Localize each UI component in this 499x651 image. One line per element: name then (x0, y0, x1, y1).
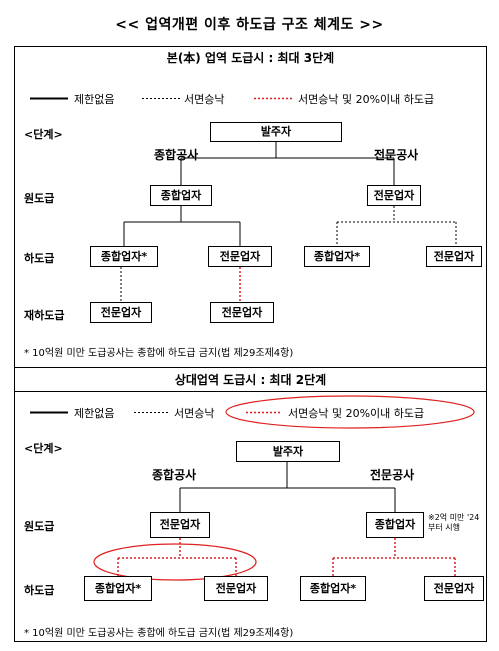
prime-left-box-1: 종합업자 (150, 185, 212, 206)
sub-box-1a: 종합업자* (90, 246, 158, 267)
legend1-dotted: 서면승낙 (184, 93, 225, 106)
legend1-red-dotted: 서면승낙 및 20%이내 하도급 (298, 93, 435, 106)
prime-right-note-2: ※2억 미만 '24부터 시행 (428, 513, 480, 532)
row-sub-1: 하도급 (24, 252, 55, 265)
category-specialty-1: 전문공사 (374, 148, 419, 162)
sub-box-1b: 전문업자 (208, 246, 272, 267)
category-general-2: 종합공사 (152, 468, 197, 482)
sub-box-1d: 전문업자 (426, 246, 482, 267)
row-prime-2: 원도급 (24, 520, 55, 533)
stage-label-2: <단계> (24, 442, 63, 455)
legend1-solid: 제한없음 (74, 93, 115, 106)
legend2-solid: 제한없음 (74, 407, 115, 420)
sub-box-2d: 전문업자 (424, 576, 484, 601)
sub-box-2a: 종합업자* (84, 576, 152, 601)
resub-box-1b: 전문업자 (210, 302, 274, 323)
legend2-dotted: 서면승낙 (174, 407, 215, 420)
row-sub-2: 하도급 (24, 584, 55, 597)
legend2-red-dotted: 서면승낙 및 20%이내 하도급 (288, 407, 425, 420)
sub-box-2c: 종합업자* (300, 576, 366, 601)
owner-box-2: 발주자 (236, 441, 340, 462)
sub-box-2b: 전문업자 (204, 576, 268, 601)
category-specialty-2: 전문공사 (370, 468, 415, 482)
prime-right-box-2: 종합업자 (366, 512, 424, 538)
note-2: * 10억원 미만 도급공사는 종합에 하도급 금지(법 제29조제4항) (24, 628, 294, 639)
row-resub-1: 재하도급 (24, 309, 65, 322)
section2-header: 상대업역 도급시 : 최대 2단계 (15, 369, 486, 391)
category-general-1: 종합공사 (154, 148, 199, 162)
note-1: * 10억원 미만 도급공사는 종합에 하도급 금지(법 제29조제4항) (24, 348, 294, 359)
row-prime-1: 원도급 (24, 192, 55, 205)
prime-right-box-1: 전문업자 (367, 185, 421, 206)
diagram-frame (14, 46, 487, 642)
section1-header: 본(本) 업역 도급시 : 최대 3단계 (15, 47, 486, 69)
stage-label-1: <단계> (24, 128, 63, 141)
owner-box-1: 발주자 (210, 122, 342, 142)
prime-left-box-2: 전문업자 (150, 512, 210, 538)
page-title: << 업역개편 이후 하도급 구조 체계도 >> (115, 17, 384, 33)
resub-box-1a: 전문업자 (90, 302, 152, 323)
sub-box-1c: 종합업자* (304, 246, 370, 267)
